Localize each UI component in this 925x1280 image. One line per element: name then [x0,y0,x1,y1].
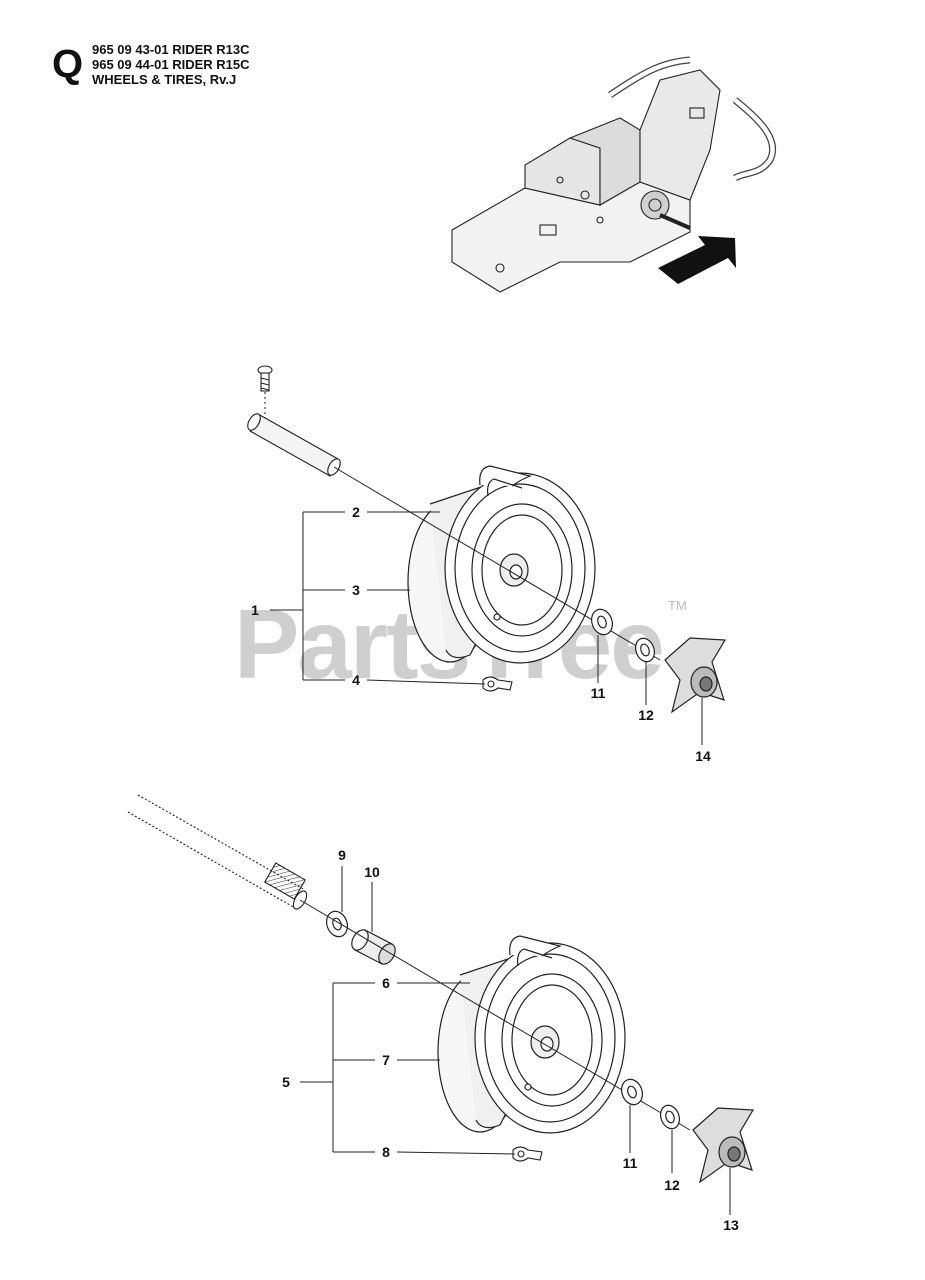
washer-icon [326,910,348,938]
header-line-model-1: 965 09 43-01 RIDER R13C [92,42,250,57]
callout-11-lower: 11 [623,1155,638,1171]
wheel-tire-icon [437,935,626,1134]
callout-6: 6 [382,975,390,991]
header-line-model-2: 965 09 44-01 RIDER R15C [92,57,250,72]
grease-fitting-icon [482,676,513,692]
watermark-trademark: TM [668,598,687,613]
axle-shaft-icon [127,794,308,910]
section-letter: Q [52,42,84,86]
e-clip-icon [659,1104,681,1130]
chassis-overview [451,56,777,293]
callout-5: 5 [282,1074,290,1090]
washer-icon [591,608,613,636]
e-clip-icon [634,637,656,663]
callout-11-upper: 11 [591,685,606,701]
hub-cap-icon [692,1107,755,1184]
axle-pin-icon [247,413,341,477]
callout-labels: 1 2 3 4 11 12 14 5 6 7 8 9 10 11 12 13 [251,504,739,1233]
callout-lines-lower [300,866,731,1215]
callout-4: 4 [352,672,360,688]
callout-1: 1 [251,602,259,618]
callout-10: 10 [364,864,380,880]
callout-13: 13 [723,1217,739,1233]
hub-cap-icon [664,637,727,714]
header-line-title: WHEELS & TIRES, Rv.J [92,72,237,87]
callout-9: 9 [338,847,346,863]
callout-14: 14 [695,748,711,764]
grease-fitting-icon [512,1146,543,1162]
bolt-icon [257,365,273,392]
wheel-tire-icon [407,465,596,664]
wheel-assembly-upper [247,365,727,745]
callout-2: 2 [352,504,360,520]
callout-12-lower: 12 [664,1177,680,1193]
callout-7: 7 [382,1052,390,1068]
callout-12-upper: 12 [638,707,654,723]
wheel-assembly-lower [127,794,755,1215]
callout-lines-upper [270,511,703,745]
direction-arrow-icon [658,236,736,284]
callout-8: 8 [382,1144,390,1160]
callout-3: 3 [352,582,360,598]
washer-icon [621,1078,643,1106]
